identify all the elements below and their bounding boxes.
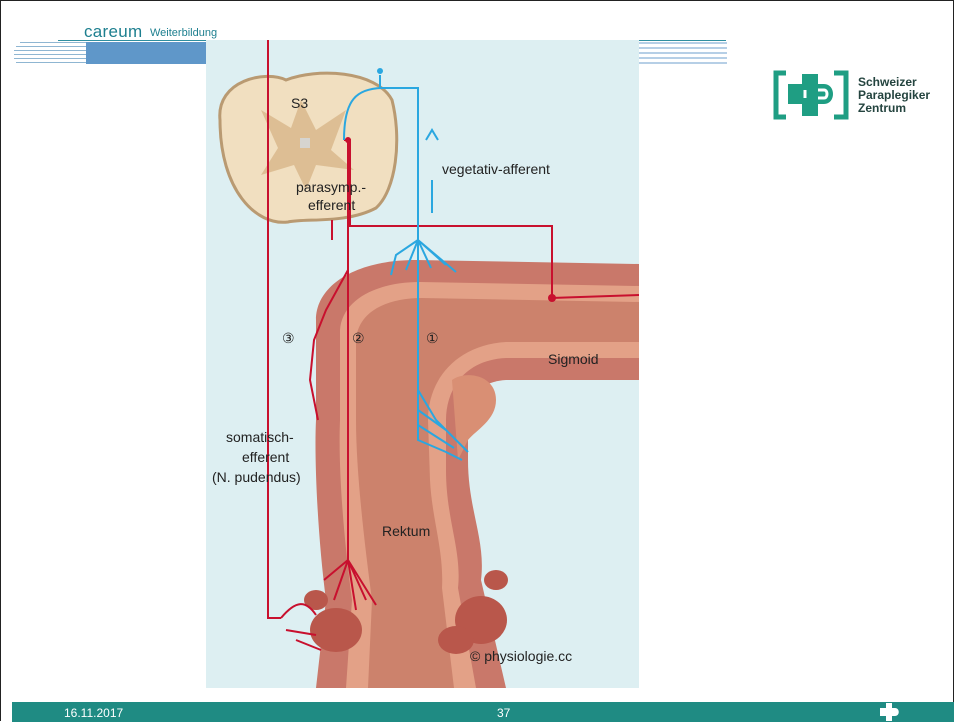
spz-logo-text: Schweizer Paraplegiker Zentrum bbox=[858, 76, 930, 115]
label-parasymp-1: parasymp.- bbox=[296, 179, 366, 195]
careum-logo: careum bbox=[84, 22, 143, 42]
marker-1: ① bbox=[426, 330, 439, 346]
label-segment: S3 bbox=[291, 95, 308, 111]
label-sigmoid: Sigmoid bbox=[548, 351, 599, 367]
marker-3: ③ bbox=[282, 330, 295, 346]
spz-logo-icon bbox=[772, 70, 852, 120]
label-credit: © physiologie.cc bbox=[470, 648, 572, 664]
label-vegetativ: vegetativ-afferent bbox=[442, 161, 550, 177]
spz-mini-icon bbox=[878, 702, 902, 722]
label-parasymp-2: efferent bbox=[308, 197, 355, 213]
footer-date: 16.11.2017 bbox=[64, 706, 123, 720]
colon bbox=[304, 260, 639, 688]
label-somatisch-3: (N. pudendus) bbox=[212, 469, 301, 485]
colon-innervation-diagram: S3 parasymp.- efferent vegetativ-afferen… bbox=[206, 40, 639, 688]
slide-footer: 16.11.2017 37 bbox=[12, 702, 954, 722]
brand-subtitle: Weiterbildung bbox=[150, 27, 217, 39]
marker-2: ② bbox=[352, 330, 365, 346]
physiology-figure: S3 parasymp.- efferent vegetativ-afferen… bbox=[206, 40, 639, 688]
label-somatisch-1: somatisch- bbox=[226, 429, 294, 445]
page-number: 37 bbox=[497, 706, 510, 720]
label-rektum: Rektum bbox=[382, 523, 430, 539]
spz-line-3: Zentrum bbox=[858, 102, 930, 115]
label-somatisch-2: efferent bbox=[242, 449, 289, 465]
